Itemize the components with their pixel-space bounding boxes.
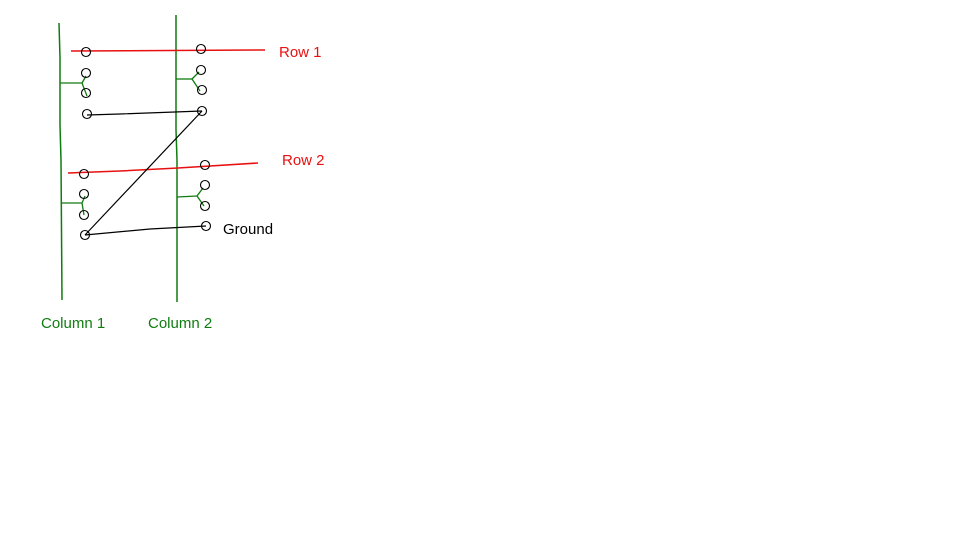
column-1-branch-1 [60, 75, 88, 97]
contact-circle [199, 200, 211, 212]
contact-circle [199, 179, 211, 191]
contact-circle [78, 188, 90, 200]
wire-c1r2-to-ground [84, 225, 207, 236]
contact-circle [81, 108, 93, 120]
column-2-branch-1 [176, 71, 201, 92]
contact-circle [80, 46, 92, 58]
wire-c2r1-to-c1r2 [84, 110, 203, 236]
contact-circle [78, 168, 90, 180]
contact-circle [78, 209, 90, 221]
row-1-line [70, 49, 266, 52]
contact-circle [196, 105, 208, 117]
wire-c1r1-to-c2r1 [86, 110, 203, 116]
contact-circle [196, 84, 208, 96]
contact-circle [199, 159, 211, 171]
column-2-branch-2 [176, 187, 205, 207]
contact-circle [195, 64, 207, 76]
row-1-label: Row 1 [279, 44, 322, 61]
column-1-line [58, 22, 63, 301]
contacts [78, 43, 212, 241]
wires [84, 110, 207, 236]
contact-circle [195, 43, 207, 55]
contact-circle [80, 87, 92, 99]
column-1-branch-2 [62, 195, 86, 216]
column-2-label: Column 2 [148, 315, 212, 332]
ground-label: Ground [223, 221, 273, 238]
row-2-line [67, 162, 259, 174]
contact-circle [200, 220, 212, 232]
row-2-label: Row 2 [282, 152, 325, 169]
column-2-line [175, 15, 178, 302]
column-1-label: Column 1 [41, 315, 105, 332]
contact-circle [80, 67, 92, 79]
contact-circle [79, 229, 91, 241]
